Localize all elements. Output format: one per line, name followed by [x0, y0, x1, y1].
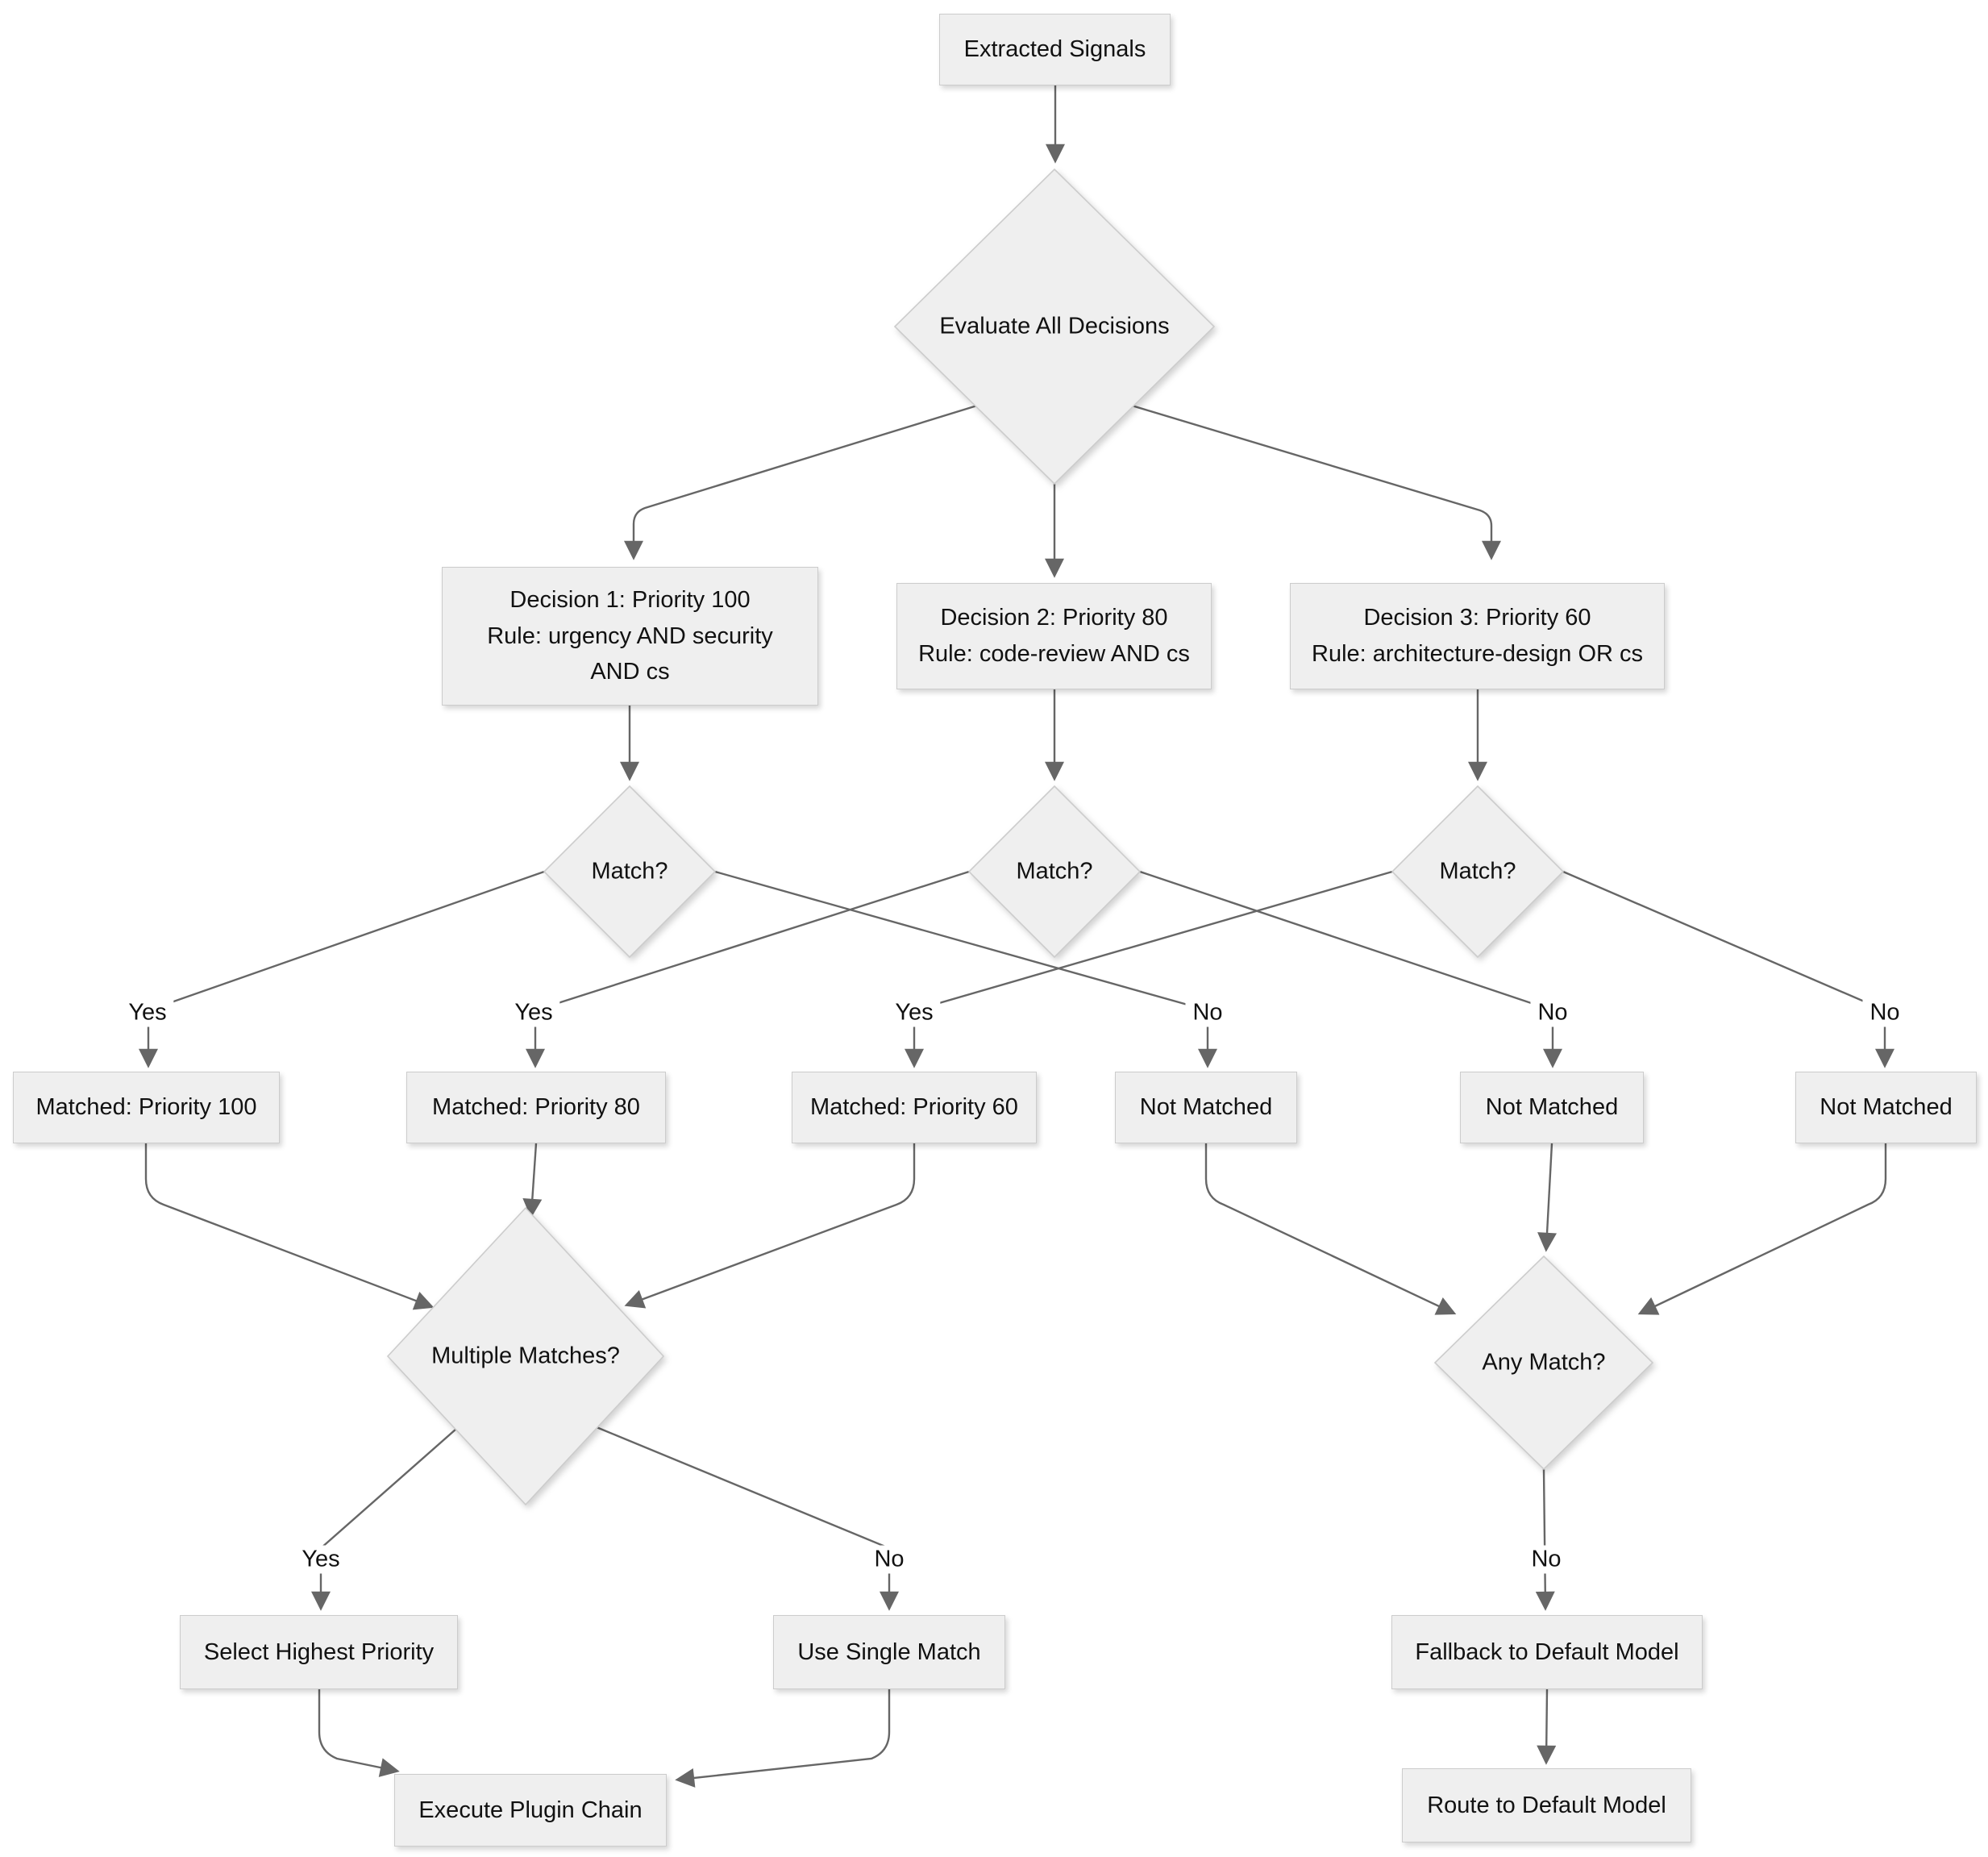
match1-diamond	[543, 785, 717, 959]
node-decision-2: Decision 2: Priority 80 Rule: code-revie…	[896, 583, 1212, 689]
node-select-highest-priority: Select Highest Priority	[180, 1615, 458, 1689]
edge-fallback-route	[1537, 1688, 1557, 1765]
edge-label-match2-no: No	[1530, 998, 1575, 1027]
node-matched-priority-60: Matched: Priority 60	[792, 1072, 1037, 1143]
edge-label-multiple-yes: Yes	[294, 1545, 347, 1574]
node-extracted-signals: Extracted Signals	[939, 14, 1171, 85]
match2-diamond	[967, 785, 1142, 959]
edge-label-match1-yes: Yes	[121, 998, 174, 1027]
edge-evaluate-decision1	[624, 404, 978, 560]
edge-matched100-multiple	[144, 1143, 435, 1310]
edge-matched80-multiple	[522, 1143, 543, 1218]
edge-single-execute	[675, 1689, 891, 1788]
edge-label-multiple-no: No	[867, 1545, 912, 1574]
edge-label-match2-yes: Yes	[507, 998, 560, 1027]
evaluate-all-diamond	[893, 168, 1216, 485]
node-route-default-model: Route to Default Model	[1402, 1768, 1691, 1842]
edge-label-any-no: No	[1524, 1545, 1569, 1574]
node-matched-priority-80: Matched: Priority 80	[406, 1072, 666, 1143]
edge-select-execute	[318, 1689, 400, 1777]
node-decision-1: Decision 1: Priority 100 Rule: urgency A…	[442, 567, 818, 706]
node-matched-priority-100: Matched: Priority 100	[13, 1072, 280, 1143]
edge-match3-no	[1562, 870, 1894, 1068]
match3-diamond	[1391, 785, 1565, 959]
edge-evaluate-decision3	[1131, 404, 1501, 560]
edge-label-match3-yes: Yes	[888, 998, 941, 1027]
edge-label-match3-no: No	[1862, 998, 1907, 1027]
edge-multiple-no	[596, 1426, 899, 1611]
node-not-matched-2: Not Matched	[1460, 1072, 1644, 1143]
node-not-matched-1: Not Matched	[1115, 1072, 1297, 1143]
edge-multiple-yes	[311, 1428, 457, 1611]
edge-any-no	[1535, 1468, 1555, 1611]
node-fallback-default-model: Fallback to Default Model	[1391, 1615, 1703, 1689]
node-use-single-match: Use Single Match	[773, 1615, 1005, 1689]
node-execute-plugin-chain: Execute Plugin Chain	[394, 1774, 667, 1847]
edge-notmatched3-any	[1637, 1143, 1887, 1315]
node-decision-3: Decision 3: Priority 60 Rule: architectu…	[1290, 583, 1665, 689]
edge-notmatched1-any	[1204, 1143, 1457, 1315]
node-not-matched-3: Not Matched	[1795, 1072, 1977, 1143]
edge-match1-yes	[139, 870, 545, 1068]
edge-matched60-multiple	[624, 1143, 916, 1309]
diamond-shapes	[386, 168, 1654, 1506]
any-match-diamond	[1433, 1255, 1654, 1471]
edge-match3-yes	[905, 870, 1393, 1068]
edge-match1-no	[714, 870, 1217, 1068]
edge-label-match1-no: No	[1185, 998, 1230, 1027]
multiple-matches-diamond	[386, 1206, 665, 1506]
edge-notmatched2-any	[1537, 1143, 1558, 1252]
